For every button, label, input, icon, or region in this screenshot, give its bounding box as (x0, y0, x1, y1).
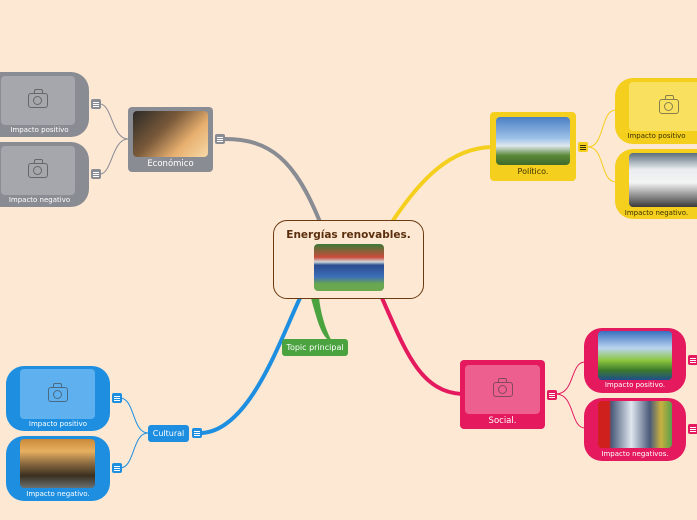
camera-icon (47, 382, 68, 402)
link-eco-neg (99, 138, 129, 175)
camera-icon-placeholder (1, 76, 75, 125)
link-economico (223, 137, 322, 224)
sunset-dunes-turbines-image (20, 439, 95, 488)
economico-label: Económico (147, 159, 194, 169)
link-social (380, 296, 464, 396)
wind-workers-image (133, 111, 208, 157)
node-cultural[interactable]: Cultural (148, 425, 189, 442)
collapse-menu-icon[interactable] (91, 169, 101, 179)
link-soc-neg (555, 393, 586, 429)
node-social[interactable]: Social. (460, 360, 545, 429)
node-cultural-negativo[interactable]: Impacto negativo. (6, 436, 110, 501)
link-cul-pos (119, 397, 149, 434)
eco-positivo-label: Impacto positivo (10, 126, 69, 134)
cooling-towers-image (629, 153, 697, 207)
soc-negativo-label: Impacto negativos. (601, 450, 669, 458)
link-cul-neg (119, 432, 149, 469)
collapse-menu-icon[interactable] (688, 355, 697, 365)
central-title: Energías renovables. (286, 229, 411, 241)
social-label: Social. (488, 416, 517, 426)
link-soc-pos (555, 361, 586, 395)
collapse-menu-icon[interactable] (112, 393, 122, 403)
link-eco-pos (99, 103, 129, 140)
politico-label: Político. (517, 167, 549, 176)
pol-negativo-label: Impacto negativo. (624, 209, 689, 217)
green-earth-turbines-image (598, 331, 672, 380)
collapse-menu-icon[interactable] (215, 134, 225, 144)
wind-turbine-workers-image (496, 117, 570, 165)
camera-icon-placeholder (1, 146, 75, 195)
pol-positivo-label: Impacto positivo (627, 132, 686, 140)
collapse-menu-icon[interactable] (688, 424, 697, 434)
node-economico-positivo[interactable]: Impacto positivo (0, 72, 89, 137)
central-topic[interactable]: Energías renovables. (273, 220, 424, 299)
camera-icon-placeholder (20, 369, 95, 419)
camera-icon (28, 89, 48, 108)
cultural-label: Cultural (152, 429, 185, 438)
collapse-menu-icon[interactable] (547, 390, 557, 400)
node-social-positivo[interactable]: Impacto positivo. (584, 328, 686, 393)
soc-positivo-label: Impacto positivo. (604, 381, 666, 389)
camera-icon (28, 159, 48, 178)
link-topic (311, 297, 333, 343)
eco-negativo-label: Impacto negativo (8, 196, 71, 204)
collapse-menu-icon[interactable] (112, 463, 122, 473)
link-pol-pos (587, 109, 617, 148)
solar-panels-image (314, 244, 384, 291)
link-cultural (200, 296, 302, 435)
node-politico[interactable]: Político. (490, 112, 576, 181)
camera-icon-placeholder (465, 365, 540, 414)
link-politico (390, 145, 494, 224)
topic-principal-label: Topic principal (286, 343, 344, 352)
camera-icon (659, 95, 679, 114)
node-social-negativo[interactable]: Impacto negativos. (584, 398, 686, 461)
cul-negativo-label: Impacto negativo. (26, 490, 90, 498)
node-politico-positivo[interactable]: Impacto positivo (615, 78, 697, 144)
camera-icon (492, 378, 513, 397)
topic-principal[interactable]: Topic principal (282, 339, 348, 356)
node-economico[interactable]: Económico (128, 107, 213, 172)
node-cultural-positivo[interactable]: Impacto positivo (6, 366, 110, 431)
camera-icon-placeholder (629, 82, 697, 131)
cul-positivo-label: Impacto positivo (28, 420, 88, 428)
node-politico-negativo[interactable]: Impacto negativo. (615, 149, 697, 219)
collapse-menu-icon[interactable] (91, 99, 101, 109)
question-mark-charts-image (598, 401, 672, 448)
link-pol-neg (587, 146, 617, 183)
collapse-menu-icon[interactable] (578, 142, 588, 152)
collapse-menu-icon[interactable] (192, 428, 202, 438)
node-economico-negativo[interactable]: Impacto negativo (0, 142, 89, 207)
